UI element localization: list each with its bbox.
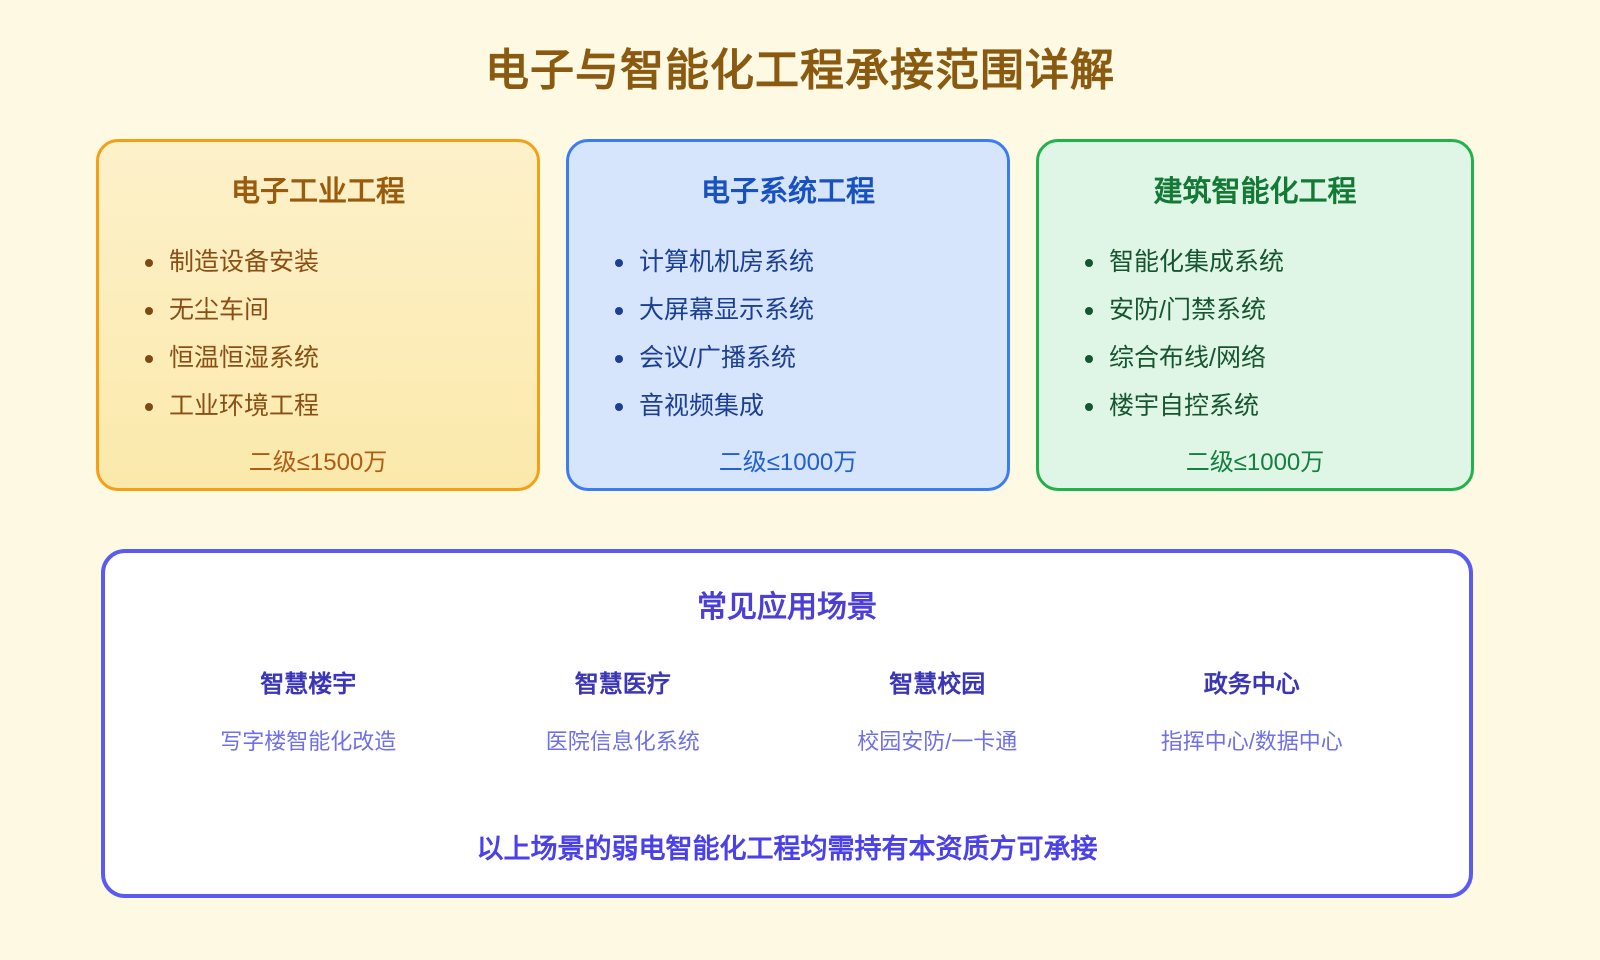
list-item: 恒温恒湿系统 bbox=[143, 346, 511, 371]
bullet-icon bbox=[145, 403, 153, 411]
card-scope-list: 制造设备安装 无尘车间 恒温恒湿系统 工业环境工程 bbox=[125, 228, 511, 442]
scenario-name: 智慧校园 bbox=[889, 671, 986, 698]
list-item-label: 综合布线/网络 bbox=[1109, 344, 1266, 372]
scenario-item-smart-building[interactable]: 智慧楼宇 写字楼智能化改造 bbox=[151, 664, 466, 756]
list-item: 智能化集成系统 bbox=[1083, 250, 1445, 275]
list-item: 大屏幕显示系统 bbox=[613, 298, 981, 323]
scenario-description: 医院信息化系统 bbox=[545, 729, 700, 754]
bullet-icon bbox=[615, 355, 623, 363]
bullet-icon bbox=[1085, 403, 1093, 411]
scenario-item-smart-healthcare[interactable]: 智慧医疗 医院信息化系统 bbox=[466, 664, 781, 756]
scenario-grid: 智慧楼宇 写字楼智能化改造 智慧医疗 医院信息化系统 智慧校园 校园安防/一卡通… bbox=[105, 664, 1469, 756]
bullet-icon bbox=[1085, 355, 1093, 363]
scenario-name: 政务中心 bbox=[1203, 671, 1300, 698]
card-amount-badge: 二级≤1000万 bbox=[718, 449, 858, 476]
bullet-icon bbox=[145, 355, 153, 363]
scenario-name: 智慧楼宇 bbox=[260, 671, 357, 698]
scenario-description: 写字楼智能化改造 bbox=[220, 729, 397, 754]
card-scope-list: 智能化集成系统 安防/门禁系统 综合布线/网络 楼宇自控系统 bbox=[1065, 228, 1445, 442]
list-item-label: 工业环境工程 bbox=[169, 392, 320, 420]
category-card-electronic-industry[interactable]: 电子工业工程 制造设备安装 无尘车间 恒温恒湿系统 工业环境工程 二级≤1500… bbox=[96, 139, 540, 491]
card-title: 电子系统工程 bbox=[700, 176, 875, 208]
category-card-row: 电子工业工程 制造设备安装 无尘车间 恒温恒湿系统 工业环境工程 二级≤1500… bbox=[96, 139, 1474, 491]
category-card-building-intelligence[interactable]: 建筑智能化工程 智能化集成系统 安防/门禁系统 综合布线/网络 楼宇自控系统 二… bbox=[1036, 139, 1474, 491]
scenario-panel-heading: 常见应用场景 bbox=[697, 591, 877, 624]
category-card-electronic-system[interactable]: 电子系统工程 计算机机房系统 大屏幕显示系统 会议/广播系统 音视频集成 二级≤… bbox=[566, 139, 1010, 491]
list-item: 会议/广播系统 bbox=[613, 346, 981, 371]
card-scope-list: 计算机机房系统 大屏幕显示系统 会议/广播系统 音视频集成 bbox=[595, 228, 981, 442]
list-item-label: 音视频集成 bbox=[639, 392, 765, 420]
list-item-label: 会议/广播系统 bbox=[639, 344, 796, 372]
bullet-icon bbox=[1085, 259, 1093, 267]
list-item-label: 计算机机房系统 bbox=[639, 248, 815, 276]
list-item: 楼宇自控系统 bbox=[1083, 394, 1445, 419]
card-amount-badge: 二级≤1000万 bbox=[1185, 449, 1325, 476]
list-item-label: 大屏幕显示系统 bbox=[639, 296, 815, 324]
list-item: 制造设备安装 bbox=[143, 250, 511, 275]
list-item-label: 安防/门禁系统 bbox=[1109, 296, 1266, 324]
card-title: 建筑智能化工程 bbox=[1153, 176, 1357, 208]
scenario-panel: 常见应用场景 智慧楼宇 写字楼智能化改造 智慧医疗 医院信息化系统 智慧校园 校… bbox=[101, 549, 1473, 898]
list-item: 音视频集成 bbox=[613, 394, 981, 419]
list-item-label: 无尘车间 bbox=[169, 296, 270, 324]
scenario-qualification-note: 以上场景的弱电智能化工程均需持有本资质方可承接 bbox=[476, 834, 1098, 864]
list-item: 安防/门禁系统 bbox=[1083, 298, 1445, 323]
list-item-label: 智能化集成系统 bbox=[1109, 248, 1285, 276]
scenario-description: 指挥中心/数据中心 bbox=[1160, 729, 1343, 754]
list-item: 计算机机房系统 bbox=[613, 250, 981, 275]
page-title: 电子与智能化工程承接范围详解 bbox=[485, 46, 1115, 95]
scenario-item-government-center[interactable]: 政务中心 指挥中心/数据中心 bbox=[1095, 664, 1410, 756]
list-item: 无尘车间 bbox=[143, 298, 511, 323]
bullet-icon bbox=[145, 307, 153, 315]
scenario-description: 校园安防/一卡通 bbox=[857, 729, 1018, 754]
card-amount-badge: 二级≤1500万 bbox=[248, 449, 388, 476]
bullet-icon bbox=[145, 259, 153, 267]
scenario-item-smart-campus[interactable]: 智慧校园 校园安防/一卡通 bbox=[780, 664, 1095, 756]
bullet-icon bbox=[1085, 307, 1093, 315]
list-item-label: 楼宇自控系统 bbox=[1109, 392, 1260, 420]
list-item: 综合布线/网络 bbox=[1083, 346, 1445, 371]
card-title: 电子工业工程 bbox=[230, 176, 405, 208]
bullet-icon bbox=[615, 307, 623, 315]
list-item-label: 制造设备安装 bbox=[169, 248, 320, 276]
scenario-name: 智慧医疗 bbox=[574, 671, 671, 698]
list-item: 工业环境工程 bbox=[143, 394, 511, 419]
bullet-icon bbox=[615, 259, 623, 267]
list-item-label: 恒温恒湿系统 bbox=[169, 344, 320, 372]
bullet-icon bbox=[615, 403, 623, 411]
